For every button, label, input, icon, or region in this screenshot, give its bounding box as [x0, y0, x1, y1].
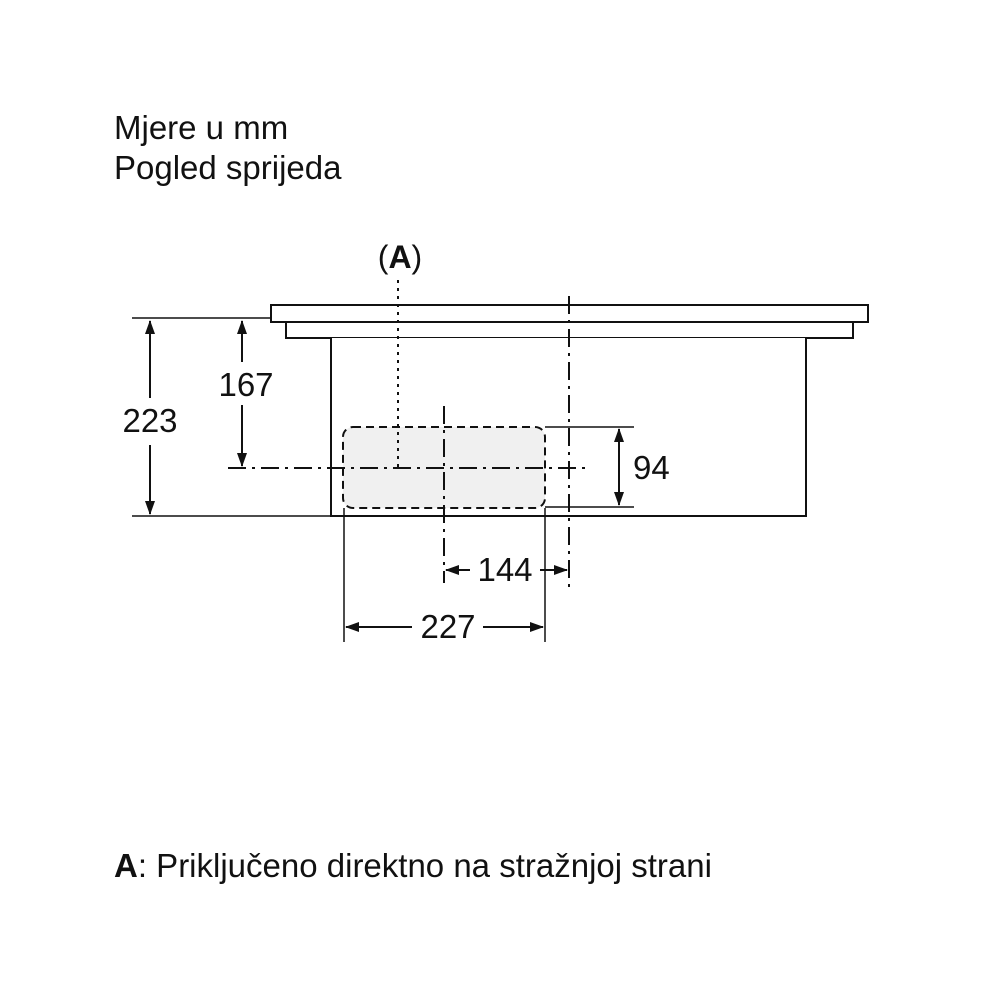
reference-lines: [228, 280, 590, 588]
dimension-lines: [145, 320, 624, 632]
callout-label: (A): [378, 239, 422, 275]
dim-223-label: 223: [122, 402, 177, 439]
legend-text: : Priključeno direktno na stražnjoj stra…: [137, 847, 712, 884]
dim-227-label: 227: [420, 608, 475, 645]
legend-note: A: Priključeno direktno na stražnjoj str…: [114, 846, 712, 886]
legend-key: A: [114, 847, 138, 884]
dim-94-label: 94: [633, 449, 670, 486]
diagram-caption: Mjere u mm Pogled sprijeda: [114, 108, 342, 188]
units-note: Mjere u mm: [114, 109, 289, 146]
view-label: Pogled sprijeda: [114, 149, 342, 186]
dim-167-label: 167: [218, 366, 273, 403]
extension-lines: [132, 317, 634, 642]
dim-144-label: 144: [477, 551, 532, 588]
